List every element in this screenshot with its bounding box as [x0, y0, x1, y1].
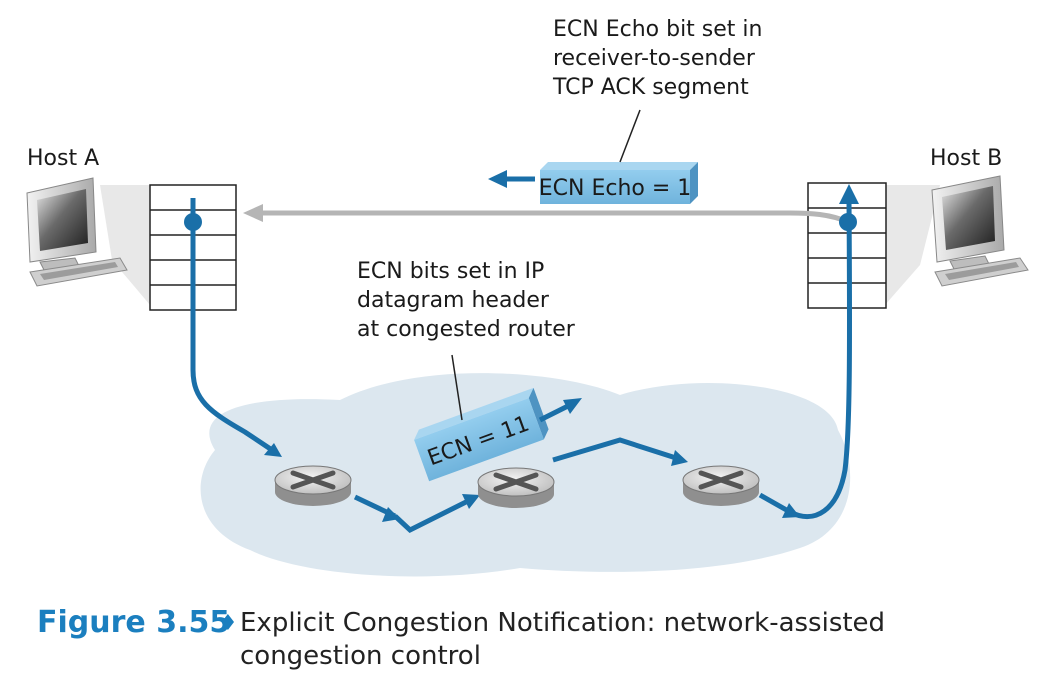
- arrowhead-icon: [839, 184, 859, 204]
- ip-note-line-1: ECN bits set in IP: [357, 259, 544, 284]
- echo-note-line-1: ECN Echo bit set in: [553, 17, 762, 42]
- ip-note-line-3: at congested router: [357, 317, 576, 342]
- caption-line-1: Explicit Congestion Notification: networ…: [240, 608, 885, 638]
- host-b-computer-icon: [885, 175, 1029, 305]
- data-path-segment-c: [393, 497, 472, 534]
- data-path-segment-f: [788, 199, 853, 519]
- host-b-stack-dot: [839, 213, 857, 231]
- arrowhead-icon: [488, 170, 507, 188]
- router-icon: [477, 467, 555, 508]
- ecn-ip-arrow: [538, 403, 570, 423]
- data-path-segment-a: [190, 198, 274, 453]
- host-b-label: Host B: [930, 146, 1002, 171]
- data-path-segment-e: [758, 492, 792, 515]
- ack-arrowhead-icon: [243, 204, 263, 222]
- echo-note-line-3: TCP ACK segment: [552, 75, 749, 100]
- figure-number: Figure 3.55: [37, 605, 230, 640]
- host-a-stack-dot: [184, 213, 202, 231]
- echo-note-leader-line: [619, 109, 641, 163]
- arrowhead-icon: [462, 494, 480, 509]
- arrowhead-icon: [563, 398, 582, 414]
- ack-return-path: [260, 210, 850, 225]
- router-icon: [274, 465, 352, 506]
- host-a-label: Host A: [27, 146, 99, 171]
- arrowhead-icon: [671, 450, 688, 466]
- arrowhead-icon: [264, 443, 282, 457]
- caption-separator-icon: ♦: [218, 611, 238, 636]
- ecn-echo-packet: ECN Echo = 1: [539, 162, 698, 204]
- router-icon: [682, 465, 760, 506]
- echo-note-line-2: receiver-to-sender: [553, 46, 756, 71]
- ip-note-leader-line: [451, 354, 463, 421]
- ip-note-line-2: datagram header: [357, 288, 550, 313]
- data-path-segment-d: [552, 437, 677, 463]
- host-a-computer-icon: [26, 177, 150, 305]
- ecn-echo-packet-label: ECN Echo = 1: [539, 176, 692, 201]
- caption-line-2: congestion control: [240, 641, 481, 671]
